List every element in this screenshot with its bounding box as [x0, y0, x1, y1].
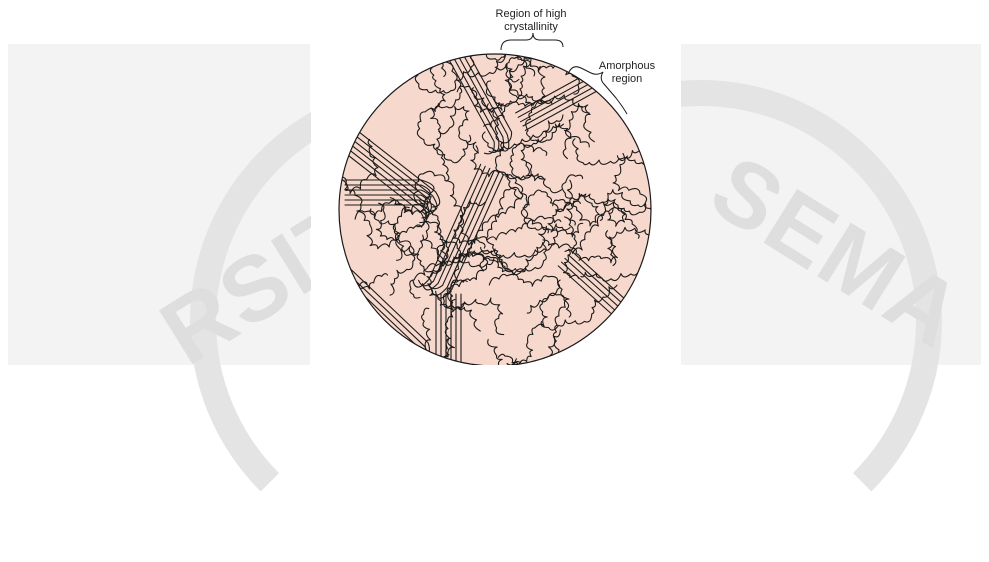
polymer-diagram-svg — [311, 0, 681, 365]
amorphous-label-text: Amorphous region — [597, 60, 657, 86]
amorphous-region-label: Amorphous region — [592, 60, 662, 86]
crystalline-brace — [501, 33, 563, 50]
crystalline-label-text: Region of high crystallinity — [486, 8, 576, 34]
polymer-crystallinity-figure: Region of high crystallinity Amorphous r… — [311, 0, 681, 365]
crystalline-region-label: Region of high crystallinity — [486, 8, 576, 34]
